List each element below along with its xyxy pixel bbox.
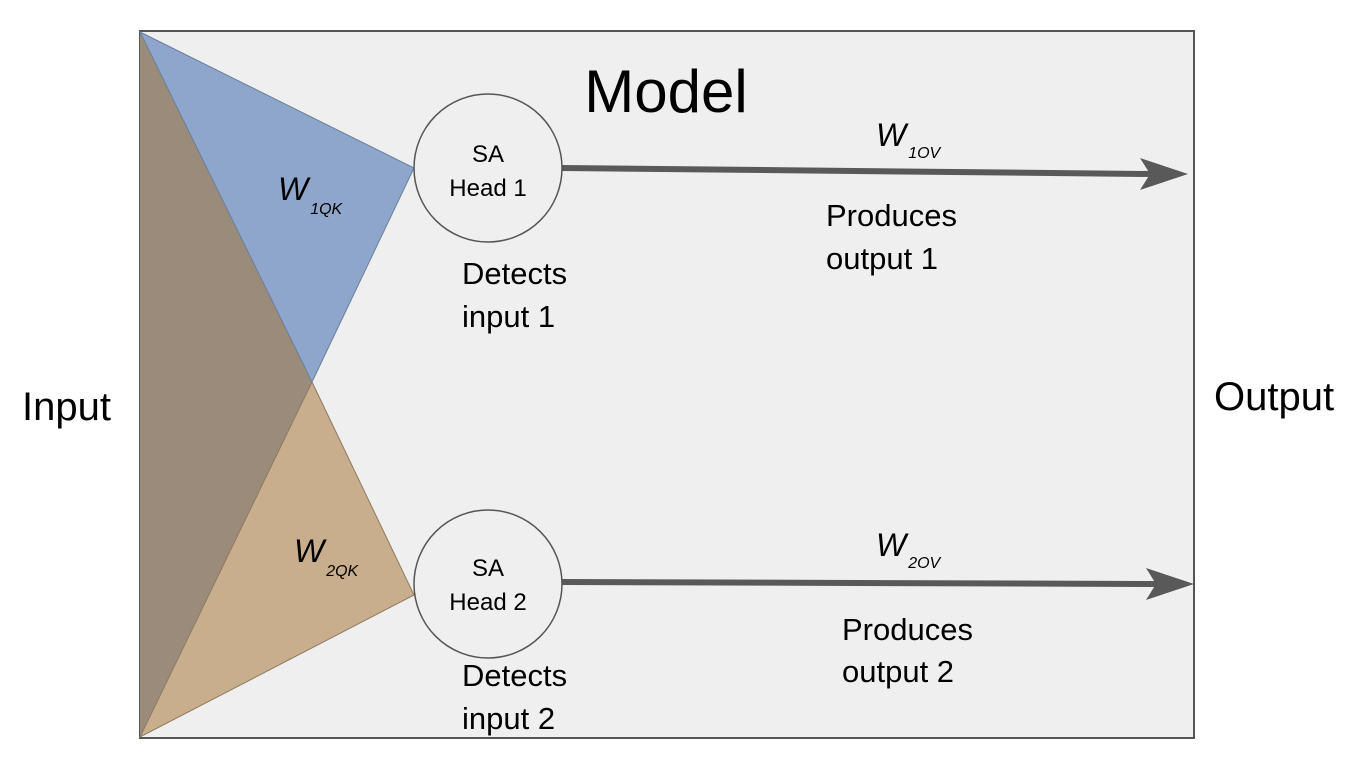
w2ov-sub: 2OV (907, 555, 941, 572)
w2qk-label: W2QK (294, 533, 360, 580)
sa-head-1-line1: SA (472, 141, 504, 168)
produces-2-line2: output 2 (842, 654, 954, 689)
sa-head-2-circle (413, 509, 563, 659)
w2ov-base: W (876, 527, 909, 563)
input-label: Input (22, 385, 111, 429)
detects-2-line2: input 2 (462, 701, 555, 736)
sa-head-2-line2: Head 2 (449, 589, 526, 616)
input-wedge (140, 32, 312, 737)
ov2-arrow-head (1146, 568, 1194, 600)
detects-2-line1: Detects (462, 658, 567, 693)
produces-1-line1: Produces (826, 198, 957, 233)
sa-head-1-line2: Head 1 (449, 175, 526, 202)
w2qk-base: W (294, 533, 327, 569)
ov1-arrow (561, 165, 1151, 177)
qk2-wedge (138, 380, 415, 739)
output-label: Output (1214, 375, 1334, 419)
produces-1-line2: output 1 (826, 241, 938, 276)
w1ov-label: W1OV (876, 117, 942, 162)
w1qk-base: W (278, 171, 311, 207)
sa-head-2-line1: SA (472, 555, 504, 582)
ov2-arrow (561, 579, 1157, 587)
w2qk-sub: 2QK (325, 563, 359, 580)
w1qk-label: W1QK (278, 171, 344, 218)
w1ov-sub: 1OV (908, 145, 941, 162)
detects-1-line1: Detects (462, 256, 567, 291)
w1ov-base: W (876, 117, 909, 153)
produces-2-line1: Produces (842, 612, 973, 647)
detects-1-line2: input 1 (462, 299, 555, 334)
w2ov-label: W2OV (876, 527, 942, 572)
model-title: Model (584, 58, 747, 125)
qk1-wedge (138, 30, 415, 384)
sa-head-1-circle (413, 93, 563, 243)
w1qk-sub: 1QK (310, 201, 343, 218)
ov1-arrow-head (1140, 158, 1188, 190)
